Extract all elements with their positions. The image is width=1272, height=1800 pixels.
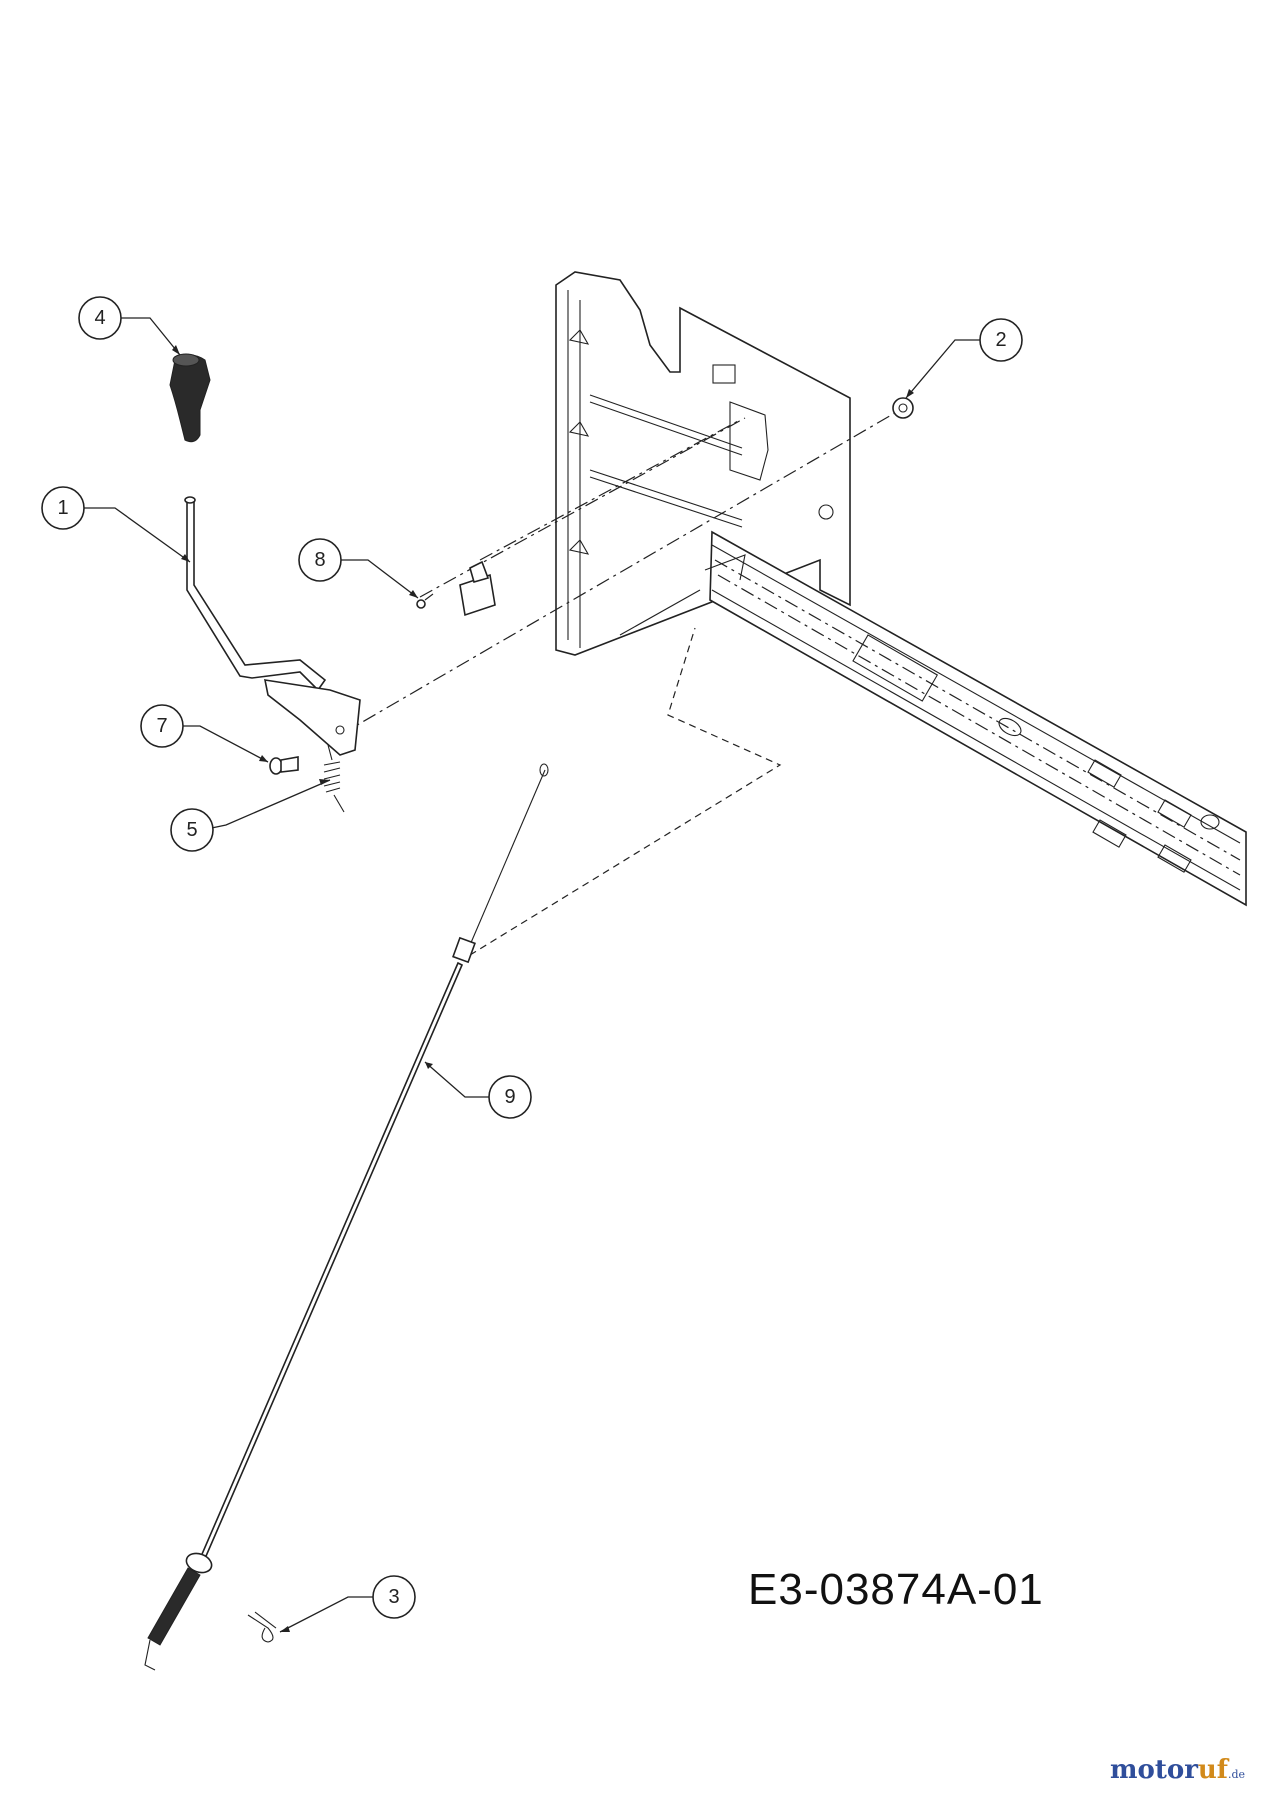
callout-4: 4 (78, 296, 122, 340)
shift-lever (184, 496, 361, 756)
callout-3: 3 (372, 1575, 416, 1619)
svg-text:2: 2 (995, 329, 1006, 351)
svg-text:5: 5 (186, 819, 197, 841)
svg-text:3: 3 (388, 1586, 399, 1608)
hairpin-clip (247, 1611, 277, 1643)
drawing-number: E3-03874A-01 (748, 1565, 1044, 1614)
switch-block (459, 560, 496, 617)
callout-7: 7 (140, 704, 184, 748)
svg-text:4: 4 (94, 307, 105, 329)
callout-5: 5 (170, 808, 214, 852)
shoulder-bolt (269, 756, 299, 775)
hex-nut (892, 397, 914, 419)
watermark-suffix: .de (1228, 1768, 1246, 1781)
control-cable (144, 763, 549, 1671)
svg-text:1: 1 (57, 497, 68, 519)
frame-rail (619, 530, 1247, 907)
callout-1: 1 (41, 486, 85, 530)
svg-text:8: 8 (314, 549, 325, 571)
svg-text:9: 9 (504, 1086, 515, 1108)
watermark-logo: motoruf.de (1110, 1755, 1245, 1785)
callout-9: 9 (488, 1075, 532, 1119)
watermark-text-1: motor (1110, 1755, 1198, 1785)
frame-side-plate (555, 271, 851, 656)
screw (416, 593, 434, 609)
callout-2: 2 (979, 318, 1023, 362)
callout-8: 8 (298, 538, 342, 582)
lever-grip (169, 353, 211, 443)
watermark-text-2: uf (1197, 1755, 1228, 1785)
svg-text:7: 7 (156, 715, 167, 737)
extension-spring (323, 744, 345, 813)
